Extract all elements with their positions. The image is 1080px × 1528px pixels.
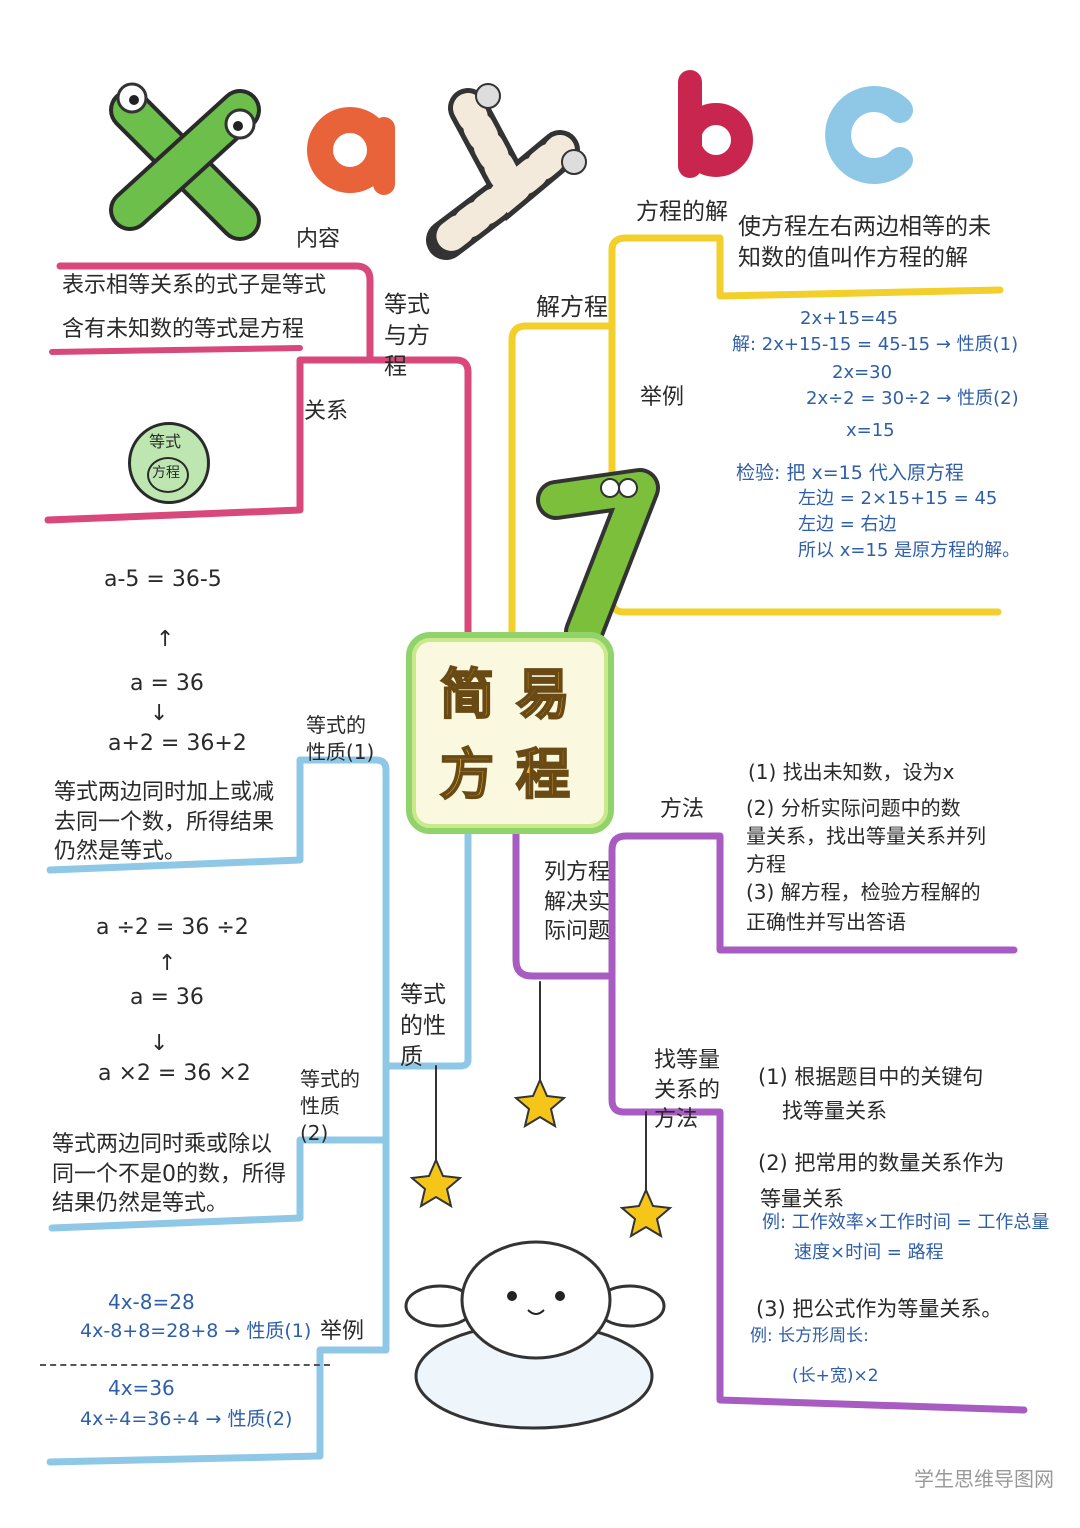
- letter-a-icon: [307, 107, 395, 195]
- blue-example-1: 4x-8=28: [108, 1290, 195, 1314]
- star-strings: [435, 981, 647, 1191]
- blue-example-4: 4x÷4=36÷4 → 性质(2): [80, 1408, 293, 1430]
- solution-definition: 使方程左右两边相等的未知数的值叫作方程的解: [738, 214, 991, 272]
- method-step-1: (1) 找出未知数，设为x: [748, 760, 955, 784]
- content-line-1: 表示相等关系的式子是等式: [62, 273, 327, 298]
- up-arrow-icon: ↑: [158, 951, 177, 976]
- up-arrow-icon: ↑: [156, 627, 175, 652]
- blue-example-3: 4x=36: [108, 1376, 175, 1400]
- center-title-char: 易: [515, 662, 571, 727]
- pink-branch-line: [44, 262, 472, 636]
- blue-example-2: 4x-8+8=28+8 → 性质(1): [80, 1320, 312, 1342]
- ring-inner-label: 方程: [152, 465, 180, 481]
- find-example-3b: (长+宽)×2: [792, 1366, 879, 1386]
- blue-branch-line: [46, 756, 472, 1466]
- find-step-2b: 等量关系: [760, 1187, 844, 1211]
- method-step-2c: 方程: [746, 852, 786, 876]
- site-watermark: 学生思维导图网: [914, 1467, 1054, 1491]
- blue-example-label: 举例: [320, 1319, 365, 1344]
- check-line-2: 左边 = 2×15+15 = 45: [798, 488, 998, 509]
- property-1-label: 等式的性质(1): [306, 713, 375, 764]
- check-line-4: 所以 x=15 是原方程的解。: [798, 540, 1021, 561]
- bunny-cloud-icon: [404, 1240, 666, 1430]
- method-step-2a: (2) 分析实际问题中的数: [746, 796, 961, 820]
- find-example-2a: 例: 工作效率×工作时间 = 工作总量: [762, 1212, 1050, 1233]
- find-step-2a: (2) 把常用的数量关系作为: [758, 1151, 1005, 1175]
- pink-main-label: 等式与方程: [384, 292, 430, 381]
- dashed-divider: [40, 1364, 330, 1366]
- check-line-3: 左边 = 右边: [798, 514, 897, 535]
- content-line-2: 含有未知数的等式是方程: [62, 317, 305, 342]
- solve-step-4: 2x÷2 = 30÷2 → 性质(2): [806, 388, 1019, 409]
- check-line-1: 检验: 把 x=15 代入原方程: [736, 462, 964, 484]
- find-step-3a: (3) 把公式作为等量关系。: [756, 1297, 1003, 1321]
- solution-label: 方程的解: [636, 199, 728, 225]
- purple-main-label: 列方程解决实际问题: [544, 860, 611, 945]
- solve-step-3: 2x=30: [832, 362, 893, 383]
- star-icon: [409, 1157, 463, 1209]
- yellow-main-label: 解方程: [536, 293, 608, 321]
- equation-set-ring: 等式 方程: [128, 422, 210, 504]
- ring-outer-label: 等式: [149, 432, 182, 451]
- letter-x-icon: [109, 82, 261, 241]
- center-title-box: 简 易 方 程: [406, 632, 614, 834]
- down-arrow-icon: ↓: [150, 701, 169, 726]
- letter-c-icon: [825, 86, 913, 184]
- p1-equation-mid: a = 36: [130, 671, 204, 696]
- center-title-char: 简: [439, 662, 495, 727]
- solve-step-2: 解: 2x+15-15 = 45-15 → 性质(1): [732, 334, 1019, 355]
- p2-equation-top: a ÷2 = 36 ÷2: [96, 915, 249, 940]
- find-example-3a: 例: 长方形周长:: [750, 1326, 869, 1346]
- find-example-2b: 速度×时间 = 路程: [794, 1242, 944, 1263]
- giraffe-seven-icon: [536, 468, 660, 652]
- letter-y-icon: [426, 83, 587, 260]
- letter-b-icon: [678, 70, 753, 178]
- find-relation-label: 找等量关系的方法: [654, 1048, 721, 1133]
- down-arrow-icon: ↓: [150, 1031, 169, 1056]
- relation-label: 关系: [304, 399, 349, 424]
- method-label: 方法: [660, 797, 705, 822]
- method-step-3b: 正确性并写出答语: [746, 910, 906, 934]
- p1-equation-top: a-5 = 36-5: [104, 567, 222, 592]
- yellow-example-label: 举例: [640, 385, 685, 410]
- center-title-char: 程: [515, 742, 571, 807]
- find-step-1b: 找等量关系: [782, 1099, 887, 1123]
- p2-equation-bot: a ×2 = 36 ×2: [98, 1061, 251, 1086]
- star-icon: [619, 1187, 673, 1239]
- pink-underline: [49, 345, 303, 355]
- solve-step-1: 2x+15=45: [800, 308, 899, 329]
- property-1-text: 等式两边同时加上或减去同一个数，所得结果仍然是等式。: [54, 780, 275, 865]
- method-step-3a: (3) 解方程，检验方程解的: [746, 880, 981, 904]
- solve-step-5: x=15: [846, 420, 895, 441]
- star-icon: [513, 1077, 567, 1129]
- ring-inner-circle: 方程: [147, 457, 189, 493]
- p2-equation-mid: a = 36: [130, 985, 204, 1010]
- property-2-label: 等式的性质(2): [300, 1067, 360, 1145]
- p1-equation-bot: a+2 = 36+2: [108, 731, 247, 756]
- purple-branch-line: [512, 818, 1028, 1414]
- content-label: 内容: [296, 227, 341, 252]
- blue-main-label: 等式的性质: [400, 982, 446, 1071]
- center-title-char: 方: [439, 742, 495, 807]
- property-2-text: 等式两边同时乘或除以同一个不是0的数，所得结果仍然是等式。: [52, 1132, 286, 1217]
- method-step-2b: 量关系，找出等量关系并列: [746, 824, 986, 848]
- find-step-1a: (1) 根据题目中的关键句: [758, 1065, 984, 1089]
